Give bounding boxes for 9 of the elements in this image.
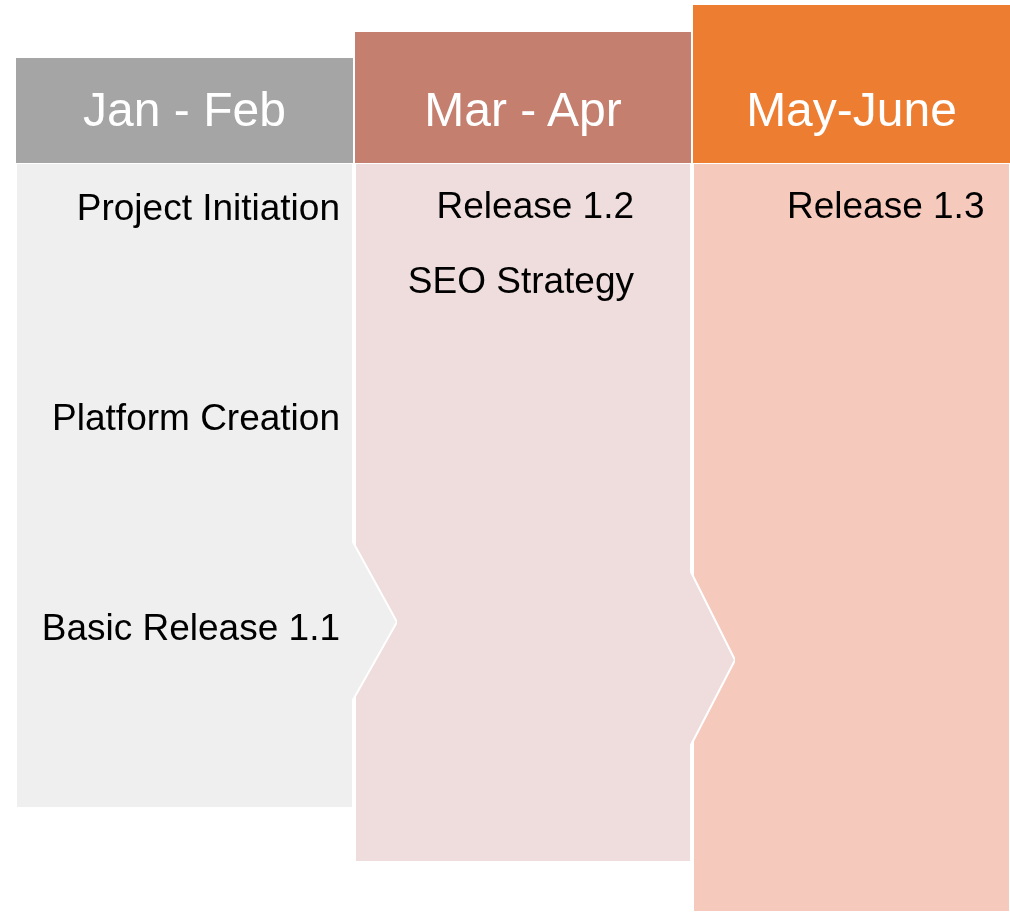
period-header: May-June <box>693 5 1010 163</box>
milestone-text: SEO Strategy <box>406 259 634 303</box>
period-header: Jan - Feb <box>16 58 353 163</box>
milestone-text: Release 1.2 <box>435 184 634 228</box>
milestone-text: Platform Creation <box>51 396 340 440</box>
period-header: Mar - Apr <box>355 32 691 163</box>
milestone-text: Basic Release 1.1 <box>40 606 340 650</box>
milestone-text: Project Initiation <box>75 186 340 230</box>
milestone-text: Release 1.3 <box>787 184 986 228</box>
